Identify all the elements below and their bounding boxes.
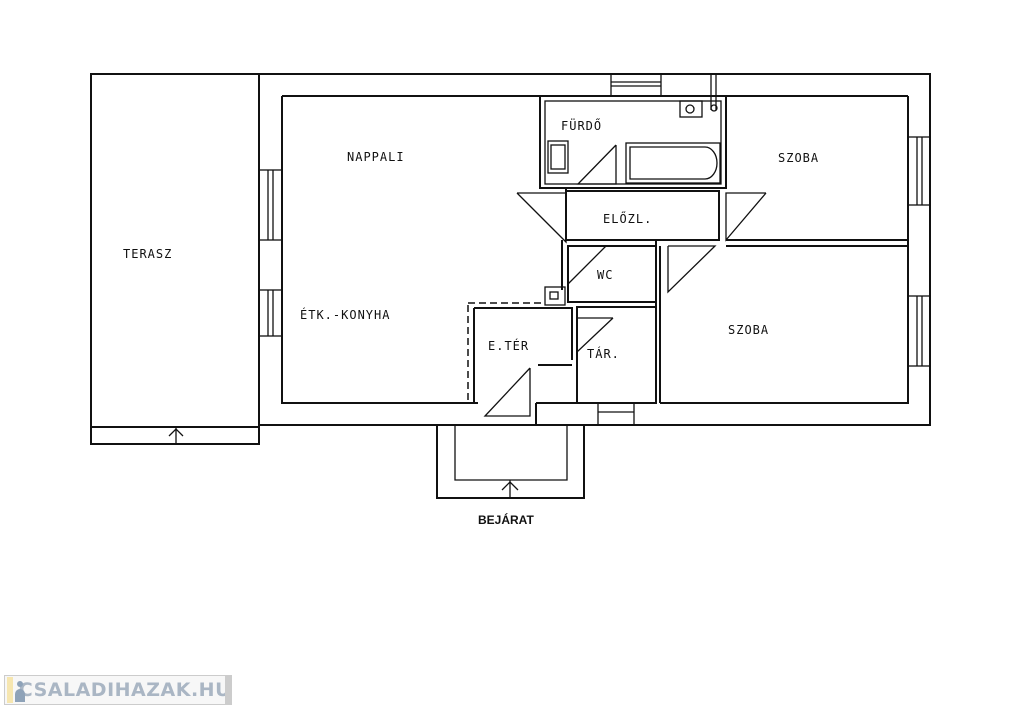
entry-hall [467, 302, 598, 426]
room-label-szoba-2: SZOBA [728, 323, 769, 337]
entrance-label: BEJÁRAT [478, 512, 534, 527]
room-label-wc: WC [597, 268, 613, 282]
terrace-arrow-icon [168, 427, 184, 444]
room-label-furdo: FÜRDŐ [561, 117, 602, 133]
bathroom [539, 74, 727, 189]
house-icon [7, 677, 25, 703]
room-label-szoba-1: SZOBA [778, 151, 819, 165]
hallway [516, 188, 908, 247]
room-label-eloszoba: ELŐZL. [603, 211, 652, 226]
room-label-eter: E.TÉR [488, 338, 529, 353]
room-label-tar: TÁR. [587, 346, 620, 361]
logo-bar [225, 676, 231, 704]
room-label-terasz: TERASZ [123, 247, 172, 261]
room-label-nappali: NAPPALI [347, 150, 405, 164]
entrance-porch [436, 425, 585, 499]
wc-storage [544, 240, 717, 404]
watermark-text: CSALADIHAZAK.HU [18, 679, 231, 701]
watermark-logo: CSALADIHAZAK.HU [4, 675, 232, 705]
room-label-konyha: ÉTK.-KONYHA [300, 307, 390, 322]
